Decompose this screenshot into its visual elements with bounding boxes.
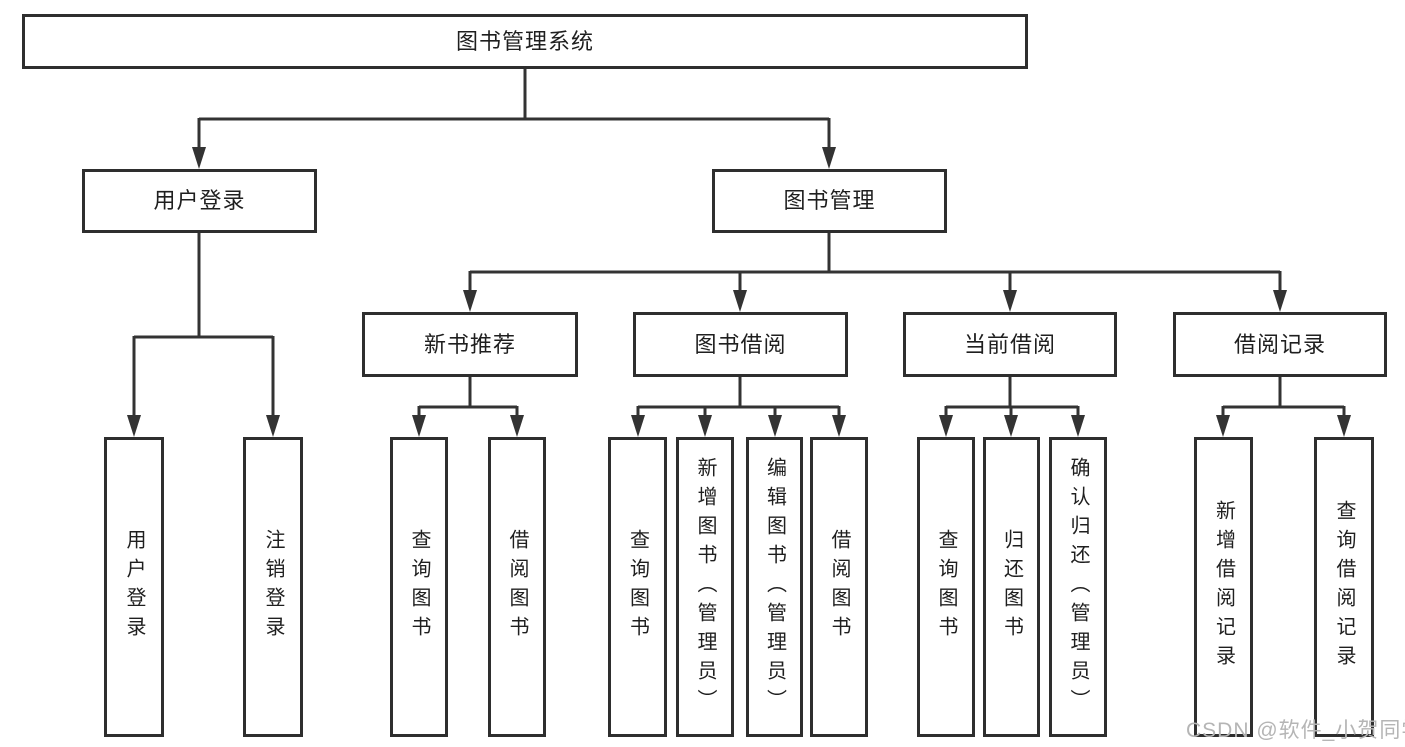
leaf-label: 归还图书 xyxy=(1000,529,1023,645)
arrowhead xyxy=(1337,415,1351,437)
node-label: 图书管理 xyxy=(783,188,876,213)
arrowhead xyxy=(412,415,426,437)
leaf-confirm-return-admin: 确认归还（管理员） xyxy=(1049,437,1107,737)
leaf-label: 确认归还（管理员） xyxy=(1067,456,1089,718)
leaf-label: 注销登录 xyxy=(262,529,284,645)
leaf-label: 新增图书（管理员） xyxy=(694,456,716,718)
arrowhead xyxy=(822,147,836,169)
arrowhead xyxy=(832,415,846,437)
arrowhead xyxy=(192,147,206,169)
connector-new-book-children xyxy=(412,377,524,437)
leaf-label: 查询图书 xyxy=(408,529,430,645)
leaf-add-borrow-record: 新增借阅记录 xyxy=(1194,437,1253,737)
arrowhead xyxy=(510,415,524,437)
arrowhead xyxy=(733,290,747,312)
node-root: 图书管理系统 xyxy=(22,14,1028,69)
arrowhead xyxy=(768,415,782,437)
arrowhead xyxy=(939,415,953,437)
leaf-add-books-admin: 新增图书（管理员） xyxy=(676,437,734,737)
leaf-borrow-books: 借阅图书 xyxy=(810,437,868,737)
node-label: 当前借阅 xyxy=(963,331,1056,357)
arrowhead xyxy=(631,415,645,437)
arrowhead xyxy=(1071,415,1085,437)
connector-borrow-records-children xyxy=(1216,377,1351,437)
arrowhead xyxy=(1003,290,1017,312)
leaf-label: 查询图书 xyxy=(935,529,957,645)
arrowhead xyxy=(1273,290,1287,312)
leaf-query-books: 查询图书 xyxy=(608,437,667,737)
leaf-label: 编辑图书（管理员） xyxy=(763,456,786,718)
csdn-watermark: CSDN @软件_小贺同学 xyxy=(1186,719,1405,742)
leaf-query-borrow-record: 查询借阅记录 xyxy=(1314,437,1374,737)
node-user-login-branch: 用户登录 xyxy=(82,169,317,233)
leaf-query-books: 查询图书 xyxy=(917,437,975,737)
leaf-label: 借阅图书 xyxy=(506,529,528,645)
leaf-label: 借阅图书 xyxy=(828,529,850,645)
arrowhead xyxy=(127,415,141,437)
arrowhead xyxy=(1004,415,1018,437)
leaf-query-books: 查询图书 xyxy=(390,437,448,737)
node-current-borrow-section: 当前借阅 xyxy=(903,312,1117,377)
connector-user-login-children xyxy=(127,233,280,437)
arrowhead xyxy=(1216,415,1230,437)
connector-book-borrow-children xyxy=(631,377,846,437)
leaf-edit-books-admin: 编辑图书（管理员） xyxy=(746,437,803,737)
leaf-label: 查询图书 xyxy=(626,529,649,645)
connector-root-to-branches xyxy=(192,69,836,169)
connector-book-mgmt-sections xyxy=(463,233,1287,312)
connector-current-borrow-children xyxy=(939,377,1085,437)
node-new-book-section: 新书推荐 xyxy=(362,312,578,377)
node-label: 新书推荐 xyxy=(423,331,516,357)
leaf-logout: 注销登录 xyxy=(243,437,303,737)
leaf-label: 查询借阅记录 xyxy=(1333,500,1355,674)
arrowhead xyxy=(698,415,712,437)
node-label: 用户登录 xyxy=(153,188,246,213)
leaf-label: 新增借阅记录 xyxy=(1212,500,1235,674)
leaf-return-books: 归还图书 xyxy=(983,437,1040,737)
node-root-label: 图书管理系统 xyxy=(455,28,594,54)
leaf-user-login: 用户登录 xyxy=(104,437,164,737)
arrowhead xyxy=(463,290,477,312)
node-borrow-records-section: 借阅记录 xyxy=(1173,312,1387,377)
node-label: 借阅记录 xyxy=(1233,331,1326,357)
arrowhead xyxy=(266,415,280,437)
node-label: 图书借阅 xyxy=(694,331,787,357)
leaf-borrow-books: 借阅图书 xyxy=(488,437,546,737)
leaf-label: 用户登录 xyxy=(123,529,145,645)
node-book-borrow-section: 图书借阅 xyxy=(633,312,848,377)
node-book-mgmt-branch: 图书管理 xyxy=(712,169,947,233)
